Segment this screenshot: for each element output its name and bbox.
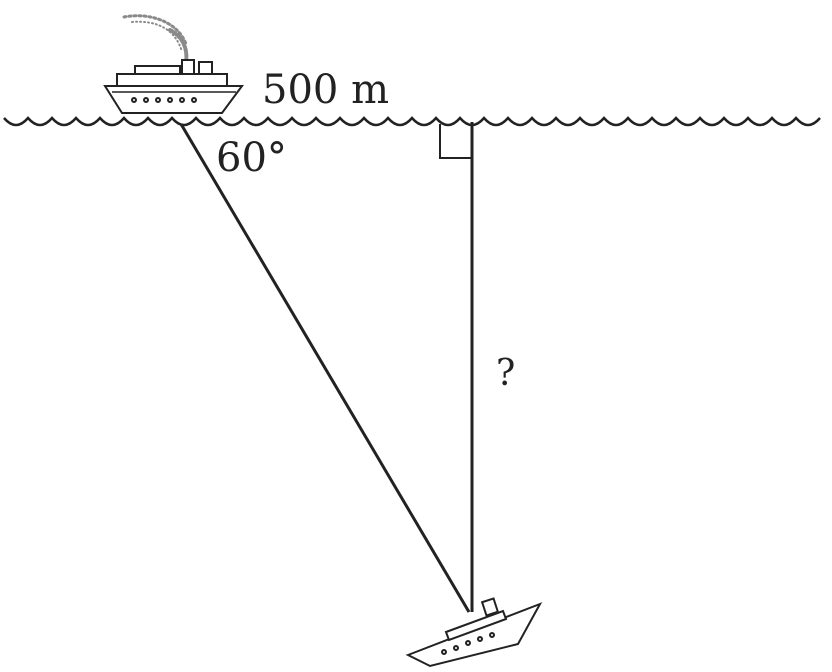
surface-ship-icon <box>103 59 244 114</box>
sunken-ship-icon <box>405 597 543 668</box>
water-surface-line <box>3 116 821 127</box>
smoke-plume-icon <box>122 14 189 64</box>
slant-line <box>179 123 471 613</box>
right-angle-marker-icon <box>439 124 472 159</box>
angle-label: 60° <box>216 135 287 181</box>
distance-label: 500 m <box>262 67 389 113</box>
unknown-depth-label: ? <box>496 353 516 394</box>
